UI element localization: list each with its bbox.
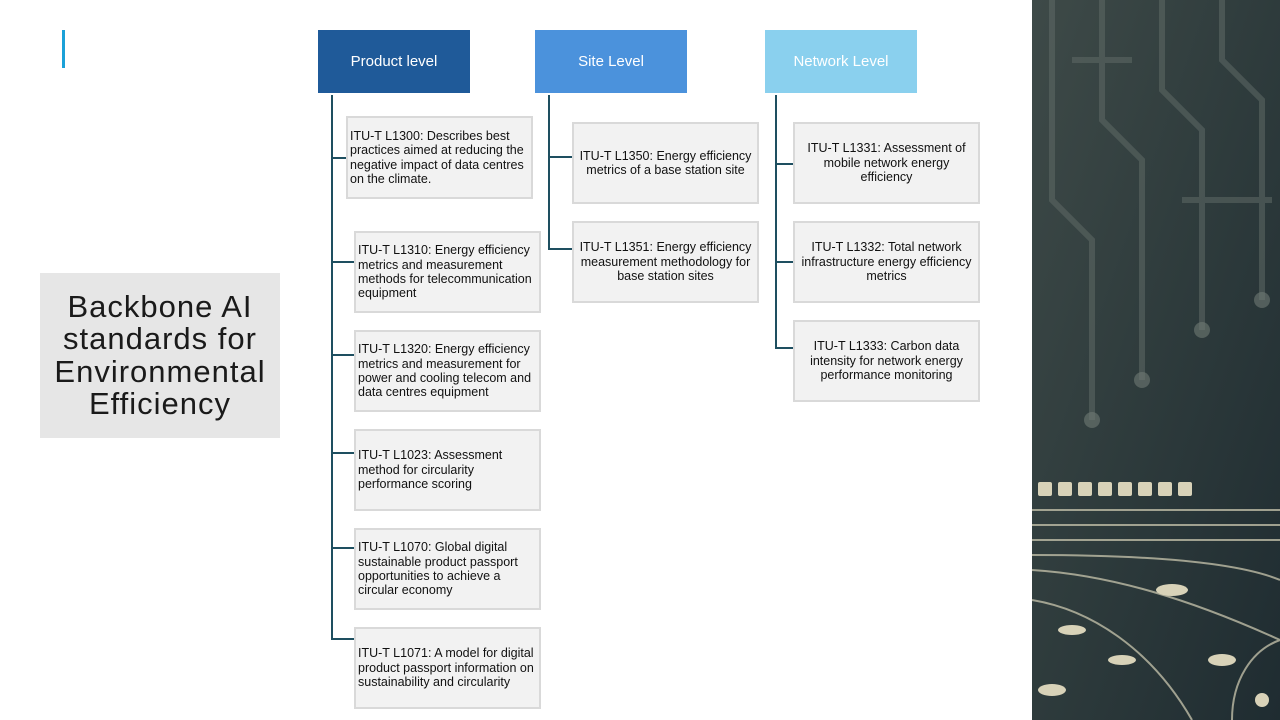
site-standard-box: ITU-T L1351: Energy efficiency measureme… (572, 221, 759, 303)
product-standard-text: ITU-T L1070: Global digital sustainable … (358, 540, 518, 598)
header-network-level: Network Level (765, 30, 917, 93)
site-connector-branch (548, 156, 573, 158)
site-standard-box: ITU-T L1350: Energy efficiency metrics o… (572, 122, 759, 204)
product-connector-branch (331, 261, 355, 263)
network-connector-branch (775, 261, 794, 263)
product-standard-text: ITU-T L1320: Energy efficiency metrics a… (358, 342, 532, 400)
network-connector-branch (775, 163, 794, 165)
site-standard-text: ITU-T L1351: Energy efficiency measureme… (579, 240, 752, 284)
circuit-board-graphic (1032, 0, 1280, 720)
network-standard-box: ITU-T L1332: Total network infrastructur… (793, 221, 980, 303)
product-standard-text: ITU-T L1300: Describes best practices ai… (350, 128, 524, 186)
site-standard-text: ITU-T L1350: Energy efficiency metrics o… (579, 148, 752, 177)
product-connector-branch (331, 638, 355, 640)
site-connector-trunk (548, 95, 550, 249)
product-standard-box: ITU-T L1320: Energy efficiency metrics a… (354, 330, 541, 412)
network-standard-text: ITU-T L1331: Assessment of mobile networ… (807, 141, 966, 185)
circuit-board-image (1032, 0, 1280, 720)
network-connector-trunk (775, 95, 777, 348)
product-standard-box: ITU-T L1070: Global digital sustainable … (354, 528, 541, 610)
header-site-level: Site Level (535, 30, 687, 93)
product-standard-text: ITU-T L1023: Assessment method for circu… (358, 448, 503, 492)
header-product-level: Product level (318, 30, 470, 93)
product-standard-text: ITU-T L1071: A model for digital product… (358, 646, 534, 690)
product-connector-trunk (331, 95, 333, 639)
slide-title-box: Backbone AI standards for Environmental … (40, 273, 280, 438)
product-standard-box: ITU-T L1300: Describes best practices ai… (346, 116, 533, 199)
product-standard-box: ITU-T L1310: Energy efficiency metrics a… (354, 231, 541, 313)
product-connector-branch (331, 452, 355, 454)
product-connector-branch (331, 354, 355, 356)
network-standard-box: ITU-T L1331: Assessment of mobile networ… (793, 122, 980, 204)
site-connector-branch (548, 248, 573, 250)
product-connector-branch (331, 157, 347, 159)
accent-bar (62, 30, 65, 68)
product-standard-box: ITU-T L1023: Assessment method for circu… (354, 429, 541, 511)
product-standard-text: ITU-T L1310: Energy efficiency metrics a… (358, 243, 532, 301)
network-connector-branch (775, 347, 794, 349)
product-connector-branch (331, 547, 355, 549)
slide-title: Backbone AI standards for Environmental … (54, 289, 266, 421)
network-standard-text: ITU-T L1333: Carbon data intensity for n… (810, 339, 963, 383)
network-standard-text: ITU-T L1332: Total network infrastructur… (801, 240, 972, 284)
network-standard-box: ITU-T L1333: Carbon data intensity for n… (793, 320, 980, 402)
product-standard-box: ITU-T L1071: A model for digital product… (354, 627, 541, 709)
